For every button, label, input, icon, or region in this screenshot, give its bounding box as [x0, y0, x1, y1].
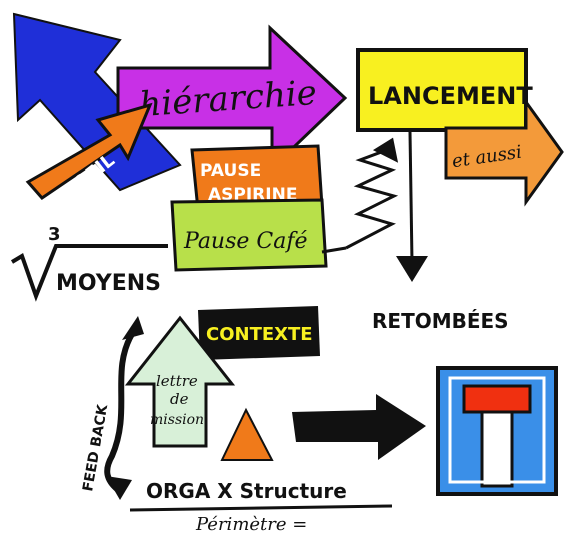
contexte-label: CONTEXTE — [206, 324, 313, 345]
pause-cafe-box: Pause Café — [170, 198, 328, 272]
lancement-label: LANCEMENT — [368, 82, 533, 110]
orange-triangle — [220, 407, 274, 461]
lettre-de-mission-arrow: lettre de mission — [124, 315, 236, 448]
et-aussi-arrow: et aussi — [444, 97, 564, 207]
root-moyens: 3 MOYENS — [10, 224, 168, 302]
zigzag-connector — [321, 137, 399, 254]
retombees-down-arrow — [396, 131, 428, 282]
retombees-label: RETOMBÉES — [372, 309, 509, 333]
root-index: 3 — [48, 224, 61, 245]
lancement-box: LANCEMENT — [356, 48, 533, 132]
lettre-line2: de — [170, 390, 189, 408]
pause-aspirine-line1: PAUSE — [200, 161, 261, 181]
blue-arrow — [12, 12, 182, 192]
dead-end-arrow — [292, 394, 426, 460]
hierarchie-arrow: hiérarchie — [116, 24, 348, 172]
contexte-box: CONTEXTE — [198, 306, 320, 360]
moyens-label: MOYENS — [56, 271, 161, 296]
perimetre-label: Périmètre = — [195, 514, 307, 535]
lettre-line1: lettre — [156, 372, 198, 390]
feed-back-arrow: FEED BACK — [80, 316, 144, 500]
orga-structure-label: ORGA X Structure — [146, 479, 347, 503]
orga-structure: ORGA X Structure — [129, 479, 393, 512]
lettre-line3: mission — [150, 412, 204, 428]
dead-end-road-sign-icon — [436, 366, 558, 496]
pause-cafe-label: Pause Café — [183, 229, 308, 254]
